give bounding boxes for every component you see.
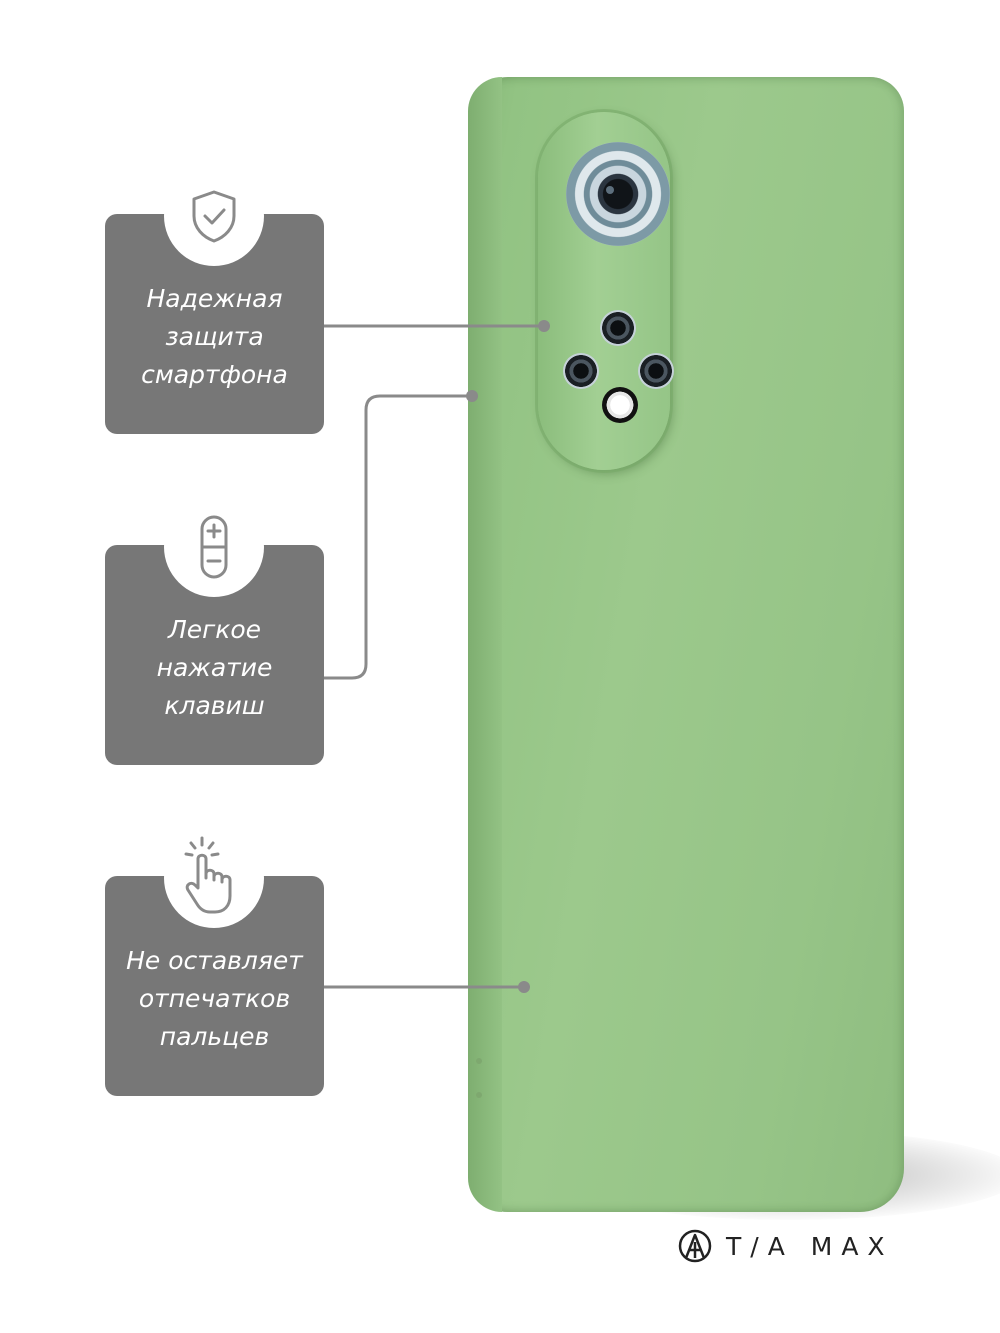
- camera-lens-left: [563, 353, 599, 389]
- volume-buttons-icon: [164, 497, 264, 597]
- brand-logo: T/A MAX: [678, 1228, 894, 1264]
- shield-check-icon: [164, 166, 264, 266]
- phone-case-edge: [468, 77, 502, 1212]
- camera-flash: [602, 387, 638, 423]
- case-port-dot: [476, 1058, 482, 1064]
- feature-line: смартфона: [141, 360, 288, 389]
- feature-line: пальцев: [159, 1022, 270, 1051]
- case-port-dot: [476, 1092, 482, 1098]
- feature-text: Надежная защита смартфона: [105, 280, 324, 394]
- camera-lens-top: [600, 310, 636, 346]
- feature-line: отпечатков: [138, 984, 291, 1013]
- callout-dot-fingerprints: [518, 981, 530, 993]
- feature-text: Легкое нажатие клавиш: [105, 611, 324, 725]
- feature-line: Не оставляет: [126, 946, 303, 975]
- main-camera-lens: [566, 142, 670, 246]
- brand-logo-icon: [678, 1229, 712, 1263]
- feature-line: клавиш: [164, 691, 265, 720]
- callout-dot-protection: [538, 320, 550, 332]
- feature-text: Не оставляет отпечатков пальцев: [105, 942, 324, 1056]
- callout-dot-buttons: [466, 390, 478, 402]
- feature-line: защита: [165, 322, 264, 351]
- brand-name: T/A MAX: [726, 1231, 894, 1261]
- feature-line: Легкое: [167, 615, 262, 644]
- touch-hand-icon: [164, 828, 264, 928]
- camera-lens-right: [638, 353, 674, 389]
- feature-line: Надежная: [146, 284, 283, 313]
- callout-line-buttons: [324, 394, 472, 680]
- feature-line: нажатие: [156, 653, 273, 682]
